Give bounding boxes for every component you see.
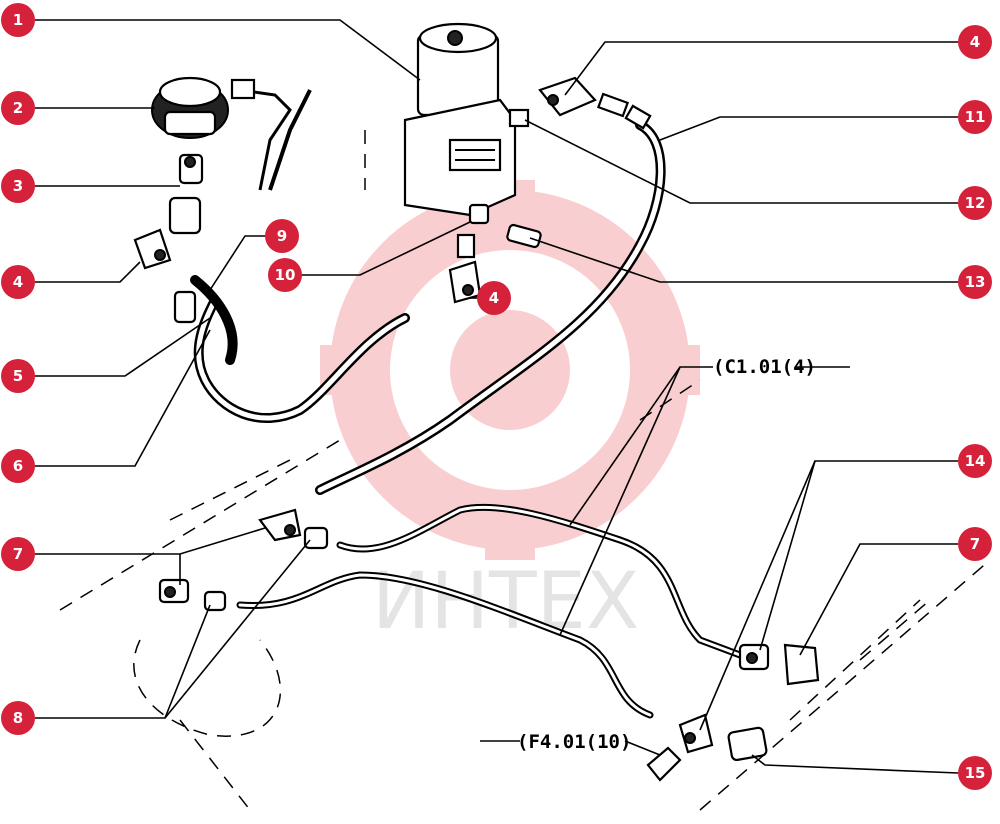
callout-11-label: 11 [965, 108, 986, 126]
callout-4-center-label: 4 [489, 289, 499, 307]
reference-f401: (F4.01(10) [517, 731, 631, 753]
chassis-outline [59, 130, 991, 811]
callout-9: 9 [265, 219, 299, 253]
callout-6-label: 6 [13, 457, 23, 475]
callout-4-center: 4 [477, 281, 511, 315]
callout-1: 1 [1, 3, 35, 37]
callout-5: 5 [1, 359, 35, 393]
leader-lines [35, 19, 959, 774]
hoses [190, 120, 666, 495]
callout-7-left-label: 7 [13, 545, 23, 563]
callout-2-label: 2 [13, 99, 23, 117]
callout-15: 15 [958, 756, 992, 790]
watermark-text: ИНТЕХ [372, 557, 639, 647]
callout-14-label: 14 [965, 452, 986, 470]
callout-1-label: 1 [13, 11, 23, 29]
callout-15-label: 15 [965, 764, 986, 782]
callout-7-right-label: 7 [970, 535, 980, 553]
callout-3-label: 3 [13, 177, 23, 195]
callout-13-label: 13 [965, 273, 986, 291]
callout-6: 6 [1, 449, 35, 483]
pump-motor-unit [403, 22, 517, 217]
callout-2: 2 [1, 91, 35, 125]
callout-9-label: 9 [277, 227, 287, 245]
callout-10: 10 [268, 258, 302, 292]
callout-7-right: 7 [958, 527, 992, 561]
rigid-pipes [236, 503, 744, 719]
callout-12: 12 [958, 186, 992, 220]
callout-3: 3 [1, 169, 35, 203]
reservoir-cap [151, 76, 229, 139]
reference-c101: (C1.01(4) [713, 356, 816, 378]
callout-5-label: 5 [13, 367, 23, 385]
callout-10-label: 10 [275, 266, 296, 284]
callout-12-label: 12 [965, 194, 986, 212]
callout-4-left: 4 [1, 265, 35, 299]
callout-7-left: 7 [1, 537, 35, 571]
callout-14: 14 [958, 444, 992, 478]
callout-11: 11 [958, 100, 992, 134]
callout-4-left-label: 4 [13, 273, 23, 291]
fittings [133, 76, 820, 782]
callout-4-right: 4 [958, 25, 992, 59]
wiring-harness [230, 78, 312, 191]
callout-13: 13 [958, 265, 992, 299]
callout-8: 8 [1, 701, 35, 735]
callout-8-label: 8 [13, 709, 23, 727]
callout-4-right-label: 4 [970, 33, 980, 51]
